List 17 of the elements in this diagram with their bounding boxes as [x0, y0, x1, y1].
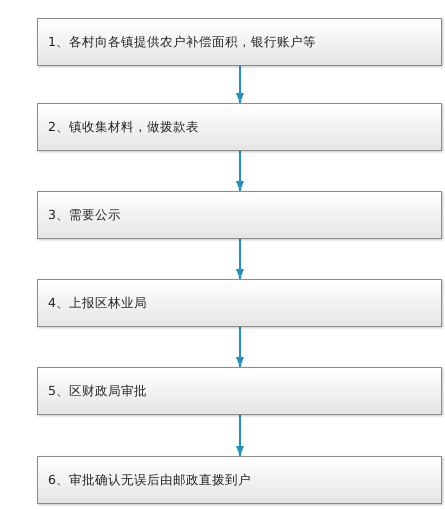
step-text: 3、需要公示 — [48, 206, 121, 224]
arrow — [236, 239, 244, 279]
arrow — [236, 415, 244, 456]
step-text: 5、区财政局审批 — [48, 382, 147, 400]
arrow — [236, 151, 244, 191]
process-box — [37, 279, 442, 327]
process-box — [37, 191, 442, 239]
process-box — [37, 103, 442, 151]
process-box — [37, 18, 442, 66]
step-text: 2、镇收集材料，做拨款表 — [48, 118, 199, 136]
arrow — [236, 327, 244, 367]
step-text: 1、各村向各镇提供农户补偿面积，银行账户等 — [48, 34, 316, 50]
process-box — [37, 367, 442, 415]
step-text: 4、上报区林业局 — [48, 294, 147, 312]
step-text: 6、审批确认无误后由邮政直拨到户 — [48, 472, 251, 488]
arrow — [236, 66, 244, 103]
process-box — [37, 456, 442, 504]
